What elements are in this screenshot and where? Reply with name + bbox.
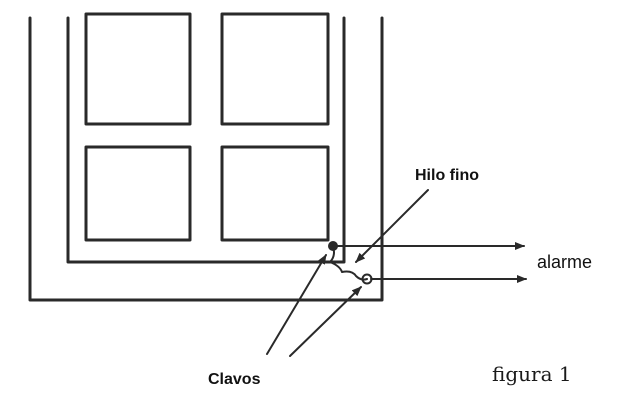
- wire-pointer-arrow: [355, 189, 429, 263]
- window-pane-bottom-left: [84, 145, 192, 242]
- wire-label: Hilo fino: [415, 167, 479, 184]
- nail-pointer-arrow-lower: [289, 286, 362, 357]
- window-pane-top-right: [220, 12, 330, 126]
- fine-wire: [329, 245, 368, 281]
- inner-window-sash: [66, 16, 346, 264]
- window-pane-bottom-right: [220, 145, 330, 242]
- nails-label: Clavos: [208, 371, 261, 388]
- window-pane-top-left: [84, 12, 192, 126]
- outer-window-frame: [28, 16, 384, 302]
- nail-pointer-arrow-upper: [266, 254, 327, 355]
- alarm-label: alarme: [537, 252, 592, 272]
- figure-caption: figura 1: [492, 362, 572, 386]
